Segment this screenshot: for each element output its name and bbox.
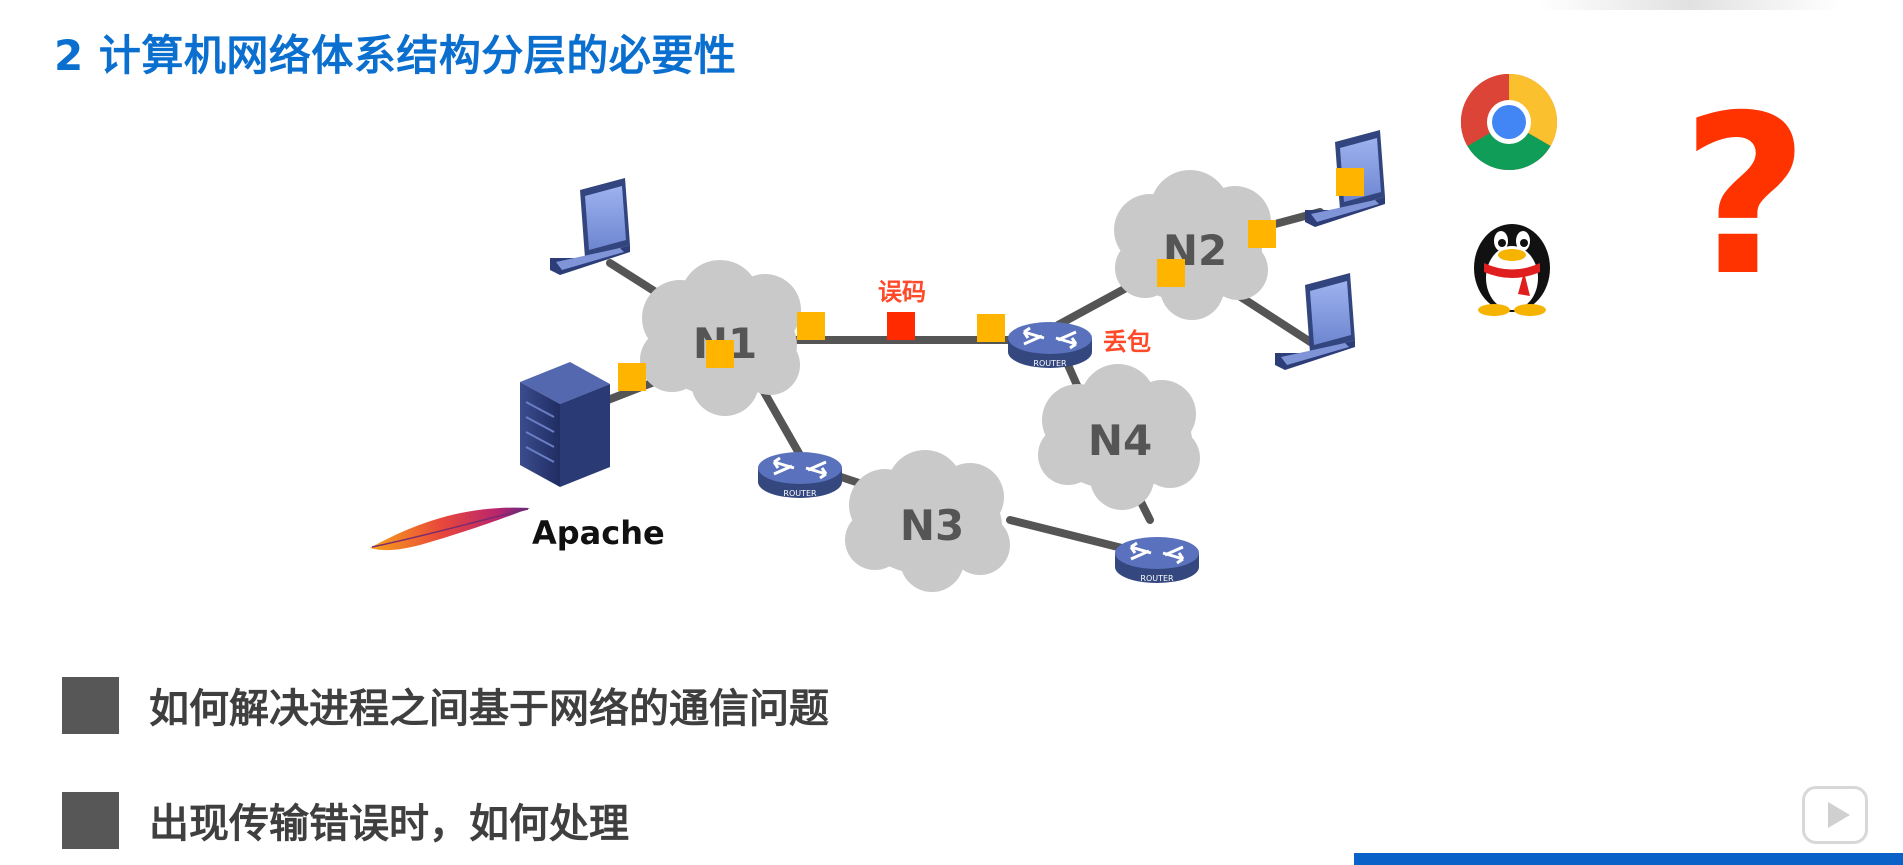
packet (1157, 259, 1185, 287)
question-mark: ? (1681, 68, 1809, 324)
router-icon: ROUTER (758, 452, 842, 498)
apache-feather-icon (370, 507, 530, 551)
error-packet (887, 312, 915, 340)
cloud-n3: N3 (845, 450, 1010, 592)
router-label: ROUTER (1140, 574, 1174, 583)
laptop-icon (1275, 273, 1355, 370)
top-watermark (1540, 0, 1840, 10)
bullet-text: 出现传输错误时，如何处理 (149, 801, 629, 847)
loss-label: 丢包 (1103, 328, 1151, 356)
cloud-n2: N2 (1114, 170, 1271, 320)
cloud-n4: N4 (1038, 364, 1200, 510)
router-label: ROUTER (1033, 359, 1067, 368)
play-video-icon[interactable] (1802, 786, 1868, 844)
server-icon (520, 362, 610, 487)
packet (1336, 168, 1364, 196)
packets (618, 168, 1364, 391)
bullet-square-icon (62, 676, 119, 734)
cloud-n3-label: N3 (900, 501, 964, 550)
router-icon: ROUTER (1115, 537, 1199, 583)
packet (977, 314, 1005, 342)
link-n3-router3 (1006, 516, 1134, 554)
router-icon: ROUTER (1008, 322, 1092, 368)
router-label: ROUTER (783, 489, 817, 498)
packet (797, 312, 825, 340)
packet (618, 363, 646, 391)
link-n1-router2 (756, 381, 804, 459)
bullet-item: 出现传输错误时，如何处理 (62, 791, 629, 849)
cloud-n4-label: N4 (1088, 416, 1152, 465)
error-label: 误码 (878, 278, 926, 306)
packet (706, 340, 734, 368)
qq-penguin-icon (1474, 224, 1550, 316)
apache-label: Apache (532, 514, 665, 552)
cloud-n1: N1 (640, 260, 801, 416)
laptop-icon (550, 178, 630, 275)
slide-title: 2 计算机网络体系结构分层的必要性 (54, 31, 737, 80)
bullet-square-icon (62, 791, 119, 849)
bullet-text: 如何解决进程之间基于网络的通信问题 (149, 686, 829, 732)
bullet-item: 如何解决进程之间基于网络的通信问题 (62, 676, 829, 734)
chrome-icon (1460, 73, 1558, 171)
packet (1248, 220, 1276, 248)
bottom-accent-bar (1354, 853, 1903, 865)
